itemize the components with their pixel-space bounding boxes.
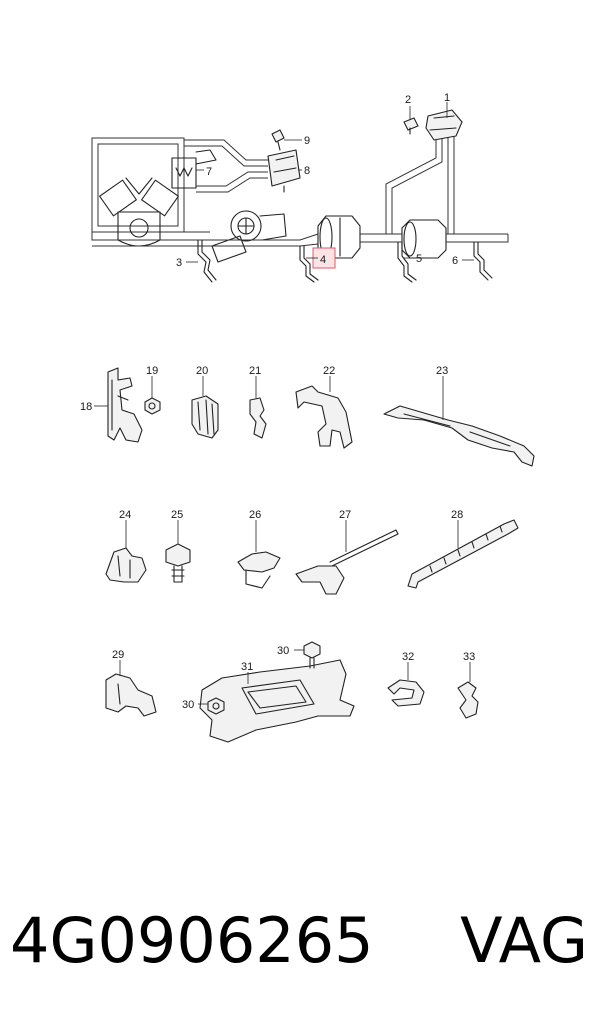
svg-text:6: 6 — [452, 255, 458, 267]
callout-1: 1 — [444, 92, 450, 118]
bolt-2 — [403, 117, 419, 135]
part-31-bracket — [199, 659, 355, 743]
part-number: 4G0906265 — [10, 903, 374, 977]
callout-30-upper: 30 — [277, 645, 304, 657]
part-19-nut — [144, 397, 161, 415]
svg-text:28: 28 — [451, 509, 463, 521]
callout-26: 26 — [249, 509, 261, 552]
callout-23: 23 — [436, 365, 448, 420]
svg-text:26: 26 — [249, 509, 261, 521]
callout-19: 19 — [146, 365, 158, 398]
callout-32: 32 — [402, 651, 414, 680]
svg-text:31: 31 — [241, 661, 253, 673]
svg-text:7: 7 — [206, 166, 212, 178]
svg-text:33: 33 — [463, 651, 475, 663]
part-25-clip — [165, 543, 191, 583]
callout-5: 5 — [404, 253, 422, 265]
callout-8: 8 — [298, 165, 310, 177]
svg-text:30: 30 — [182, 699, 194, 711]
brand-name: VAG — [460, 903, 588, 977]
svg-text:30: 30 — [277, 645, 289, 657]
svg-text:25: 25 — [171, 509, 183, 521]
callout-20: 20 — [196, 365, 208, 396]
callout-25: 25 — [171, 509, 183, 544]
callout-29: 29 — [112, 649, 124, 676]
svg-text:27: 27 — [339, 509, 351, 521]
bolt-9 — [271, 129, 285, 151]
part-28-cable-tie — [407, 519, 519, 589]
svg-text:29: 29 — [112, 649, 124, 661]
callout-22: 22 — [323, 365, 335, 392]
callout-6: 6 — [452, 255, 474, 267]
svg-text:5: 5 — [416, 253, 422, 265]
callout-18: 18 — [80, 401, 108, 413]
svg-text:1: 1 — [444, 92, 450, 104]
svg-text:4: 4 — [320, 254, 326, 266]
callout-7: 7 — [196, 166, 212, 178]
svg-text:3: 3 — [176, 257, 182, 269]
svg-text:18: 18 — [80, 401, 92, 413]
callout-24: 24 — [119, 509, 131, 548]
callout-21: 21 — [249, 365, 261, 398]
svg-text:8: 8 — [304, 165, 310, 177]
svg-text:9: 9 — [304, 135, 310, 147]
callout-9: 9 — [284, 135, 310, 147]
pressure-sensor-8 — [267, 149, 301, 193]
callout-27: 27 — [339, 509, 351, 552]
svg-text:19: 19 — [146, 365, 158, 377]
svg-text:32: 32 — [402, 651, 414, 663]
callout-30-lower: 30 — [182, 699, 208, 711]
callout-2: 2 — [405, 94, 411, 120]
callout-4-highlight: 4 — [306, 247, 336, 269]
svg-text:2: 2 — [405, 94, 411, 106]
callout-28: 28 — [451, 509, 463, 548]
turbocharger — [211, 210, 287, 263]
part-21-clip — [249, 397, 267, 439]
part-33-clip — [457, 681, 479, 719]
part-27-cable-tie — [295, 529, 399, 595]
vacuum-valve-box — [171, 157, 197, 189]
catalytic-converter-rear — [401, 219, 447, 259]
svg-text:24: 24 — [119, 509, 131, 521]
exploded-parts-diagram: 1 2 3 4 5 6 7 8 9 18 19 20 21 22 23 2 — [80, 92, 535, 743]
part-18-bracket — [107, 367, 143, 443]
part-23-bracket — [383, 405, 535, 467]
callout-31: 31 — [241, 661, 253, 684]
temperature-sensor-4 — [299, 245, 319, 283]
svg-text:20: 20 — [196, 365, 208, 377]
part-30-nut-upper — [303, 641, 321, 669]
temperature-sensor-3 — [197, 239, 217, 283]
exhaust-system-schematic — [91, 109, 509, 283]
part-30-nut-lower — [207, 697, 225, 715]
svg-text:22: 22 — [323, 365, 335, 377]
part-29-bracket — [105, 673, 157, 717]
part-32-clamp — [387, 679, 425, 707]
callout-3: 3 — [176, 257, 198, 269]
footer-bar: 4G0906265 VAG — [0, 880, 600, 1000]
svg-text:21: 21 — [249, 365, 261, 377]
part-22-bracket — [295, 385, 353, 449]
part-20-clip — [191, 395, 219, 439]
temperature-sensor-6 — [473, 241, 493, 281]
part-24-clip — [105, 547, 147, 583]
temperature-sensor-5 — [397, 241, 417, 283]
engine-block — [99, 177, 179, 247]
part-26-clip — [237, 551, 281, 589]
pressure-sensor-1 — [425, 109, 463, 141]
callout-33: 33 — [463, 651, 475, 682]
svg-text:23: 23 — [436, 365, 448, 377]
